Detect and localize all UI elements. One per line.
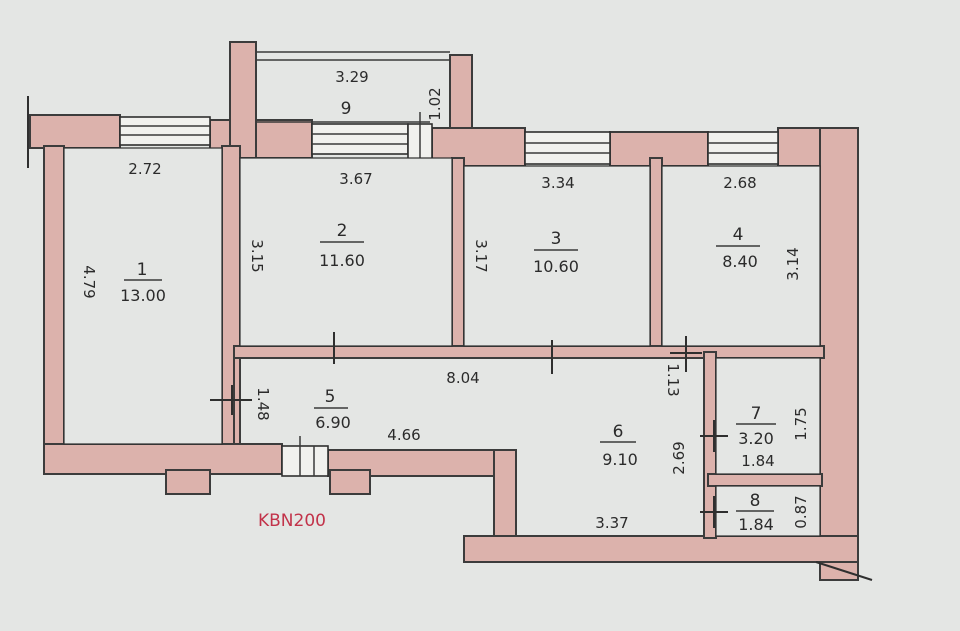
room-5-area: 6.90 [315, 413, 351, 432]
dim-room4-length: 3.14 [784, 247, 802, 280]
room-5-number: 5 [325, 387, 336, 407]
room-2-number: 2 [337, 221, 348, 241]
window-1 [119, 116, 211, 146]
room-4-number: 4 [733, 225, 744, 245]
room-2-area: 11.60 [319, 251, 365, 270]
window-4 [707, 131, 779, 165]
balcony-9 [256, 51, 450, 123]
dim-room3-width: 3.34 [541, 174, 574, 192]
dim-room2-length: 3.15 [248, 239, 266, 272]
room-interiors [63, 147, 821, 537]
room-1-number: 1 [137, 260, 148, 280]
window-2 [311, 123, 409, 155]
dim-room3-length: 3.17 [472, 239, 490, 272]
dim-room1-width: 2.72 [128, 160, 161, 178]
dim-balcony-length: 3.29 [335, 68, 368, 86]
room-labels: 1 13.00 2 11.60 3 10.60 4 8.40 5 6.90 6 … [120, 99, 776, 534]
room-7-number: 7 [751, 404, 762, 424]
outer-walls [29, 41, 859, 581]
room-9-number: 9 [341, 99, 352, 119]
dim-corridor-length: 8.04 [446, 369, 479, 387]
room-1-area: 13.00 [120, 286, 166, 305]
dim-room7-width: 1.84 [741, 452, 774, 470]
dimension-labels: 3.29 1.02 2.72 4.79 3.67 3.15 3.34 3.17 … [80, 68, 810, 532]
room-4-area: 8.40 [722, 252, 758, 271]
dim-room5-depth: 1.48 [254, 387, 272, 420]
room-7-area: 3.20 [738, 429, 774, 448]
door-marks [210, 332, 873, 581]
dim-room1-length: 4.79 [80, 265, 98, 298]
window-3 [524, 131, 611, 165]
room-8-number: 8 [750, 491, 761, 511]
room-6-area: 9.10 [602, 450, 638, 469]
balcony-door [407, 112, 433, 166]
dim-balcony-depth: 1.02 [426, 87, 444, 120]
dim-room6-width: 3.37 [595, 514, 628, 532]
stamp-text: KBN200 [258, 511, 326, 531]
dim-room6-depth: 2.69 [670, 441, 688, 474]
dim-room7-depth: 1.75 [792, 407, 810, 440]
room-6-number: 6 [613, 422, 624, 442]
room-3-area: 10.60 [533, 257, 579, 276]
room-8-area: 1.84 [738, 515, 774, 534]
dim-room8-depth: 0.87 [792, 495, 810, 528]
interior-walls [221, 145, 825, 539]
dim-room5-length: 4.66 [387, 426, 420, 444]
windows [119, 112, 779, 166]
dim-room6-gap: 1.13 [664, 363, 682, 396]
dim-room4-width: 2.68 [723, 174, 756, 192]
dim-room2-width: 3.67 [339, 170, 372, 188]
room-3-number: 3 [551, 229, 562, 249]
